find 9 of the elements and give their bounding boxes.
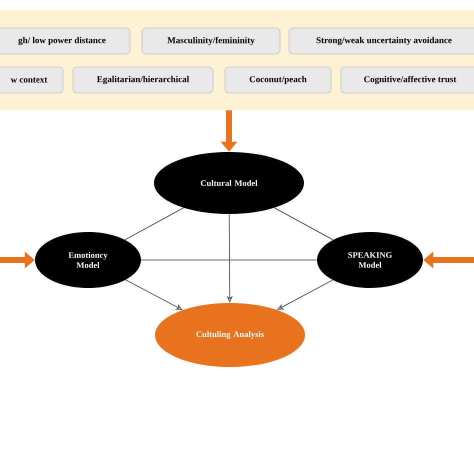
label-box: Masculinity/femininity xyxy=(142,28,280,54)
label-box: Coconut/peach xyxy=(224,66,332,94)
label-box: Egalitarian/hierarchical xyxy=(72,66,214,94)
label-box: Strong/weak uncertainty avoidance xyxy=(288,28,474,54)
connector-line xyxy=(124,207,184,240)
label-box: gh/ low power distance xyxy=(0,28,130,54)
connector-line xyxy=(274,207,334,240)
label-box: w context xyxy=(0,66,64,94)
label-box: Cognitive/affective trust xyxy=(340,66,474,94)
